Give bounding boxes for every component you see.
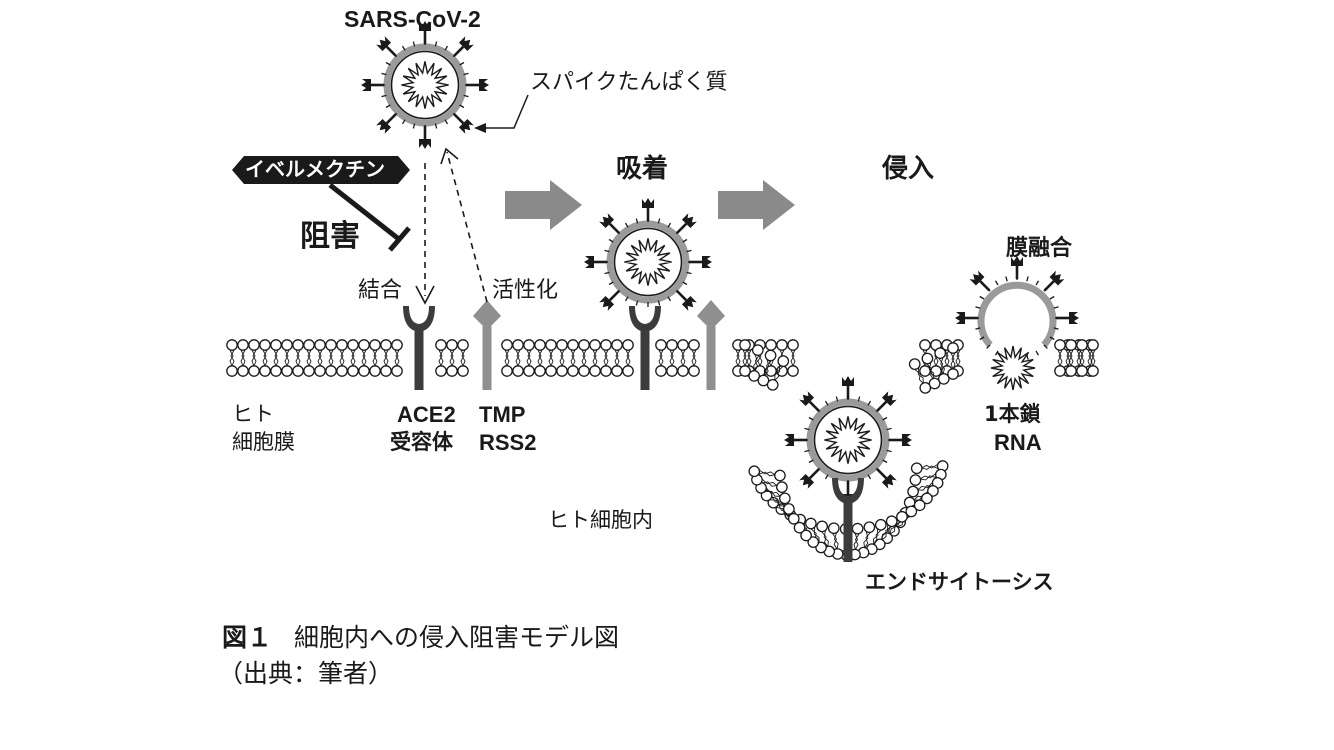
spike-protein-label: スパイクたんぱく質 (530, 70, 728, 95)
lipid-molecule (281, 339, 293, 377)
ace2-receptor-icon (403, 306, 435, 390)
activation-label: 活性化 (492, 278, 559, 303)
lipid-molecule (292, 339, 304, 377)
activation-arrow (440, 147, 488, 303)
lipid-molecule (677, 339, 689, 377)
lipid-molecule (1054, 339, 1066, 377)
lipid-molecule (303, 339, 315, 377)
binding-arrow (415, 163, 435, 305)
process-arrow-1 (505, 180, 582, 230)
cell-membrane-label-line2: 細胞膜 (232, 430, 295, 454)
lipid-molecule (391, 339, 403, 377)
lipid-molecule (567, 339, 579, 377)
lipid-molecule (589, 339, 601, 377)
lipid-molecule (347, 339, 359, 377)
rna-label-line2: RNA (994, 430, 1042, 455)
lipid-molecule (666, 339, 678, 377)
figure-title: 細胞内への侵入阻害モデル図 (294, 623, 620, 652)
lipid-molecule (270, 339, 282, 377)
lipid-molecule (578, 339, 590, 377)
virion-endosome (782, 374, 914, 506)
rna-genome-icon (990, 345, 1036, 391)
virion-free (359, 19, 491, 151)
tmprss2-protease-icon (697, 300, 725, 390)
lipid-molecule (787, 339, 799, 377)
lipid-molecule (226, 339, 238, 377)
process-arrow-2 (718, 180, 795, 230)
lipid-molecule (545, 339, 557, 377)
tmprss2-label-line2: RSS2 (479, 430, 537, 455)
lipid-molecule (556, 339, 568, 377)
lipid-molecule (336, 339, 348, 377)
lipid-molecule (457, 339, 469, 377)
tmprss2-protease-icon (473, 300, 501, 390)
tmprss2-label-line1: TMP (479, 402, 526, 427)
inhibition-label: 阻害 (300, 219, 360, 254)
lipid-molecule (369, 339, 381, 377)
endocytosis-label: エンドサイトーシス (865, 570, 1054, 594)
cell-membrane-label-line1: ヒト (232, 402, 274, 426)
virus-label: SARS-CoV-2 (344, 6, 481, 32)
rna-label-line1: 1本鎖 (984, 402, 1041, 426)
spike-pointer (478, 94, 529, 129)
lipid-molecule (622, 339, 634, 377)
figure-caption: 図１ 細胞内への侵入阻害モデル図 (222, 618, 619, 654)
inhibition-line (328, 183, 411, 252)
lipid-molecule (358, 339, 370, 377)
binding-label: 結合 (358, 278, 403, 303)
lipid-molecule (688, 339, 700, 377)
lipid-molecule (611, 339, 623, 377)
lipid-molecule (534, 339, 546, 377)
entry-label: 侵入 (882, 154, 935, 184)
cell-membrane (226, 339, 1099, 377)
ace2-label-line1: ACE2 (397, 402, 456, 427)
drug-tag (232, 156, 410, 184)
lipid-molecule (600, 339, 612, 377)
lipid-molecule (380, 339, 392, 377)
lipid-molecule (314, 339, 326, 377)
lipid-molecule (655, 339, 667, 377)
membrane-fusion-label: 膜融合 (1006, 236, 1073, 261)
lipid-molecule (248, 339, 260, 377)
virion-fusing (953, 254, 1081, 361)
lipid-molecule (325, 339, 337, 377)
lipid-molecule (446, 339, 458, 377)
ivermectin-label: イベルメクチン (245, 157, 385, 181)
intracellular-label: ヒト細胞内 (548, 508, 653, 532)
lipid-molecule (523, 339, 535, 377)
lipid-molecule (512, 339, 524, 377)
adsorption-label: 吸着 (616, 154, 669, 184)
lipid-molecule (259, 339, 271, 377)
figure-source: （出典：筆者） (218, 659, 394, 688)
lipid-molecule (501, 339, 513, 377)
virion-adsorbed (582, 196, 714, 313)
figure-number: 図１ (222, 623, 273, 652)
ace2-label-line2: 受容体 (390, 430, 453, 454)
lipid-molecule (237, 339, 249, 377)
lipid-molecule (435, 339, 447, 377)
